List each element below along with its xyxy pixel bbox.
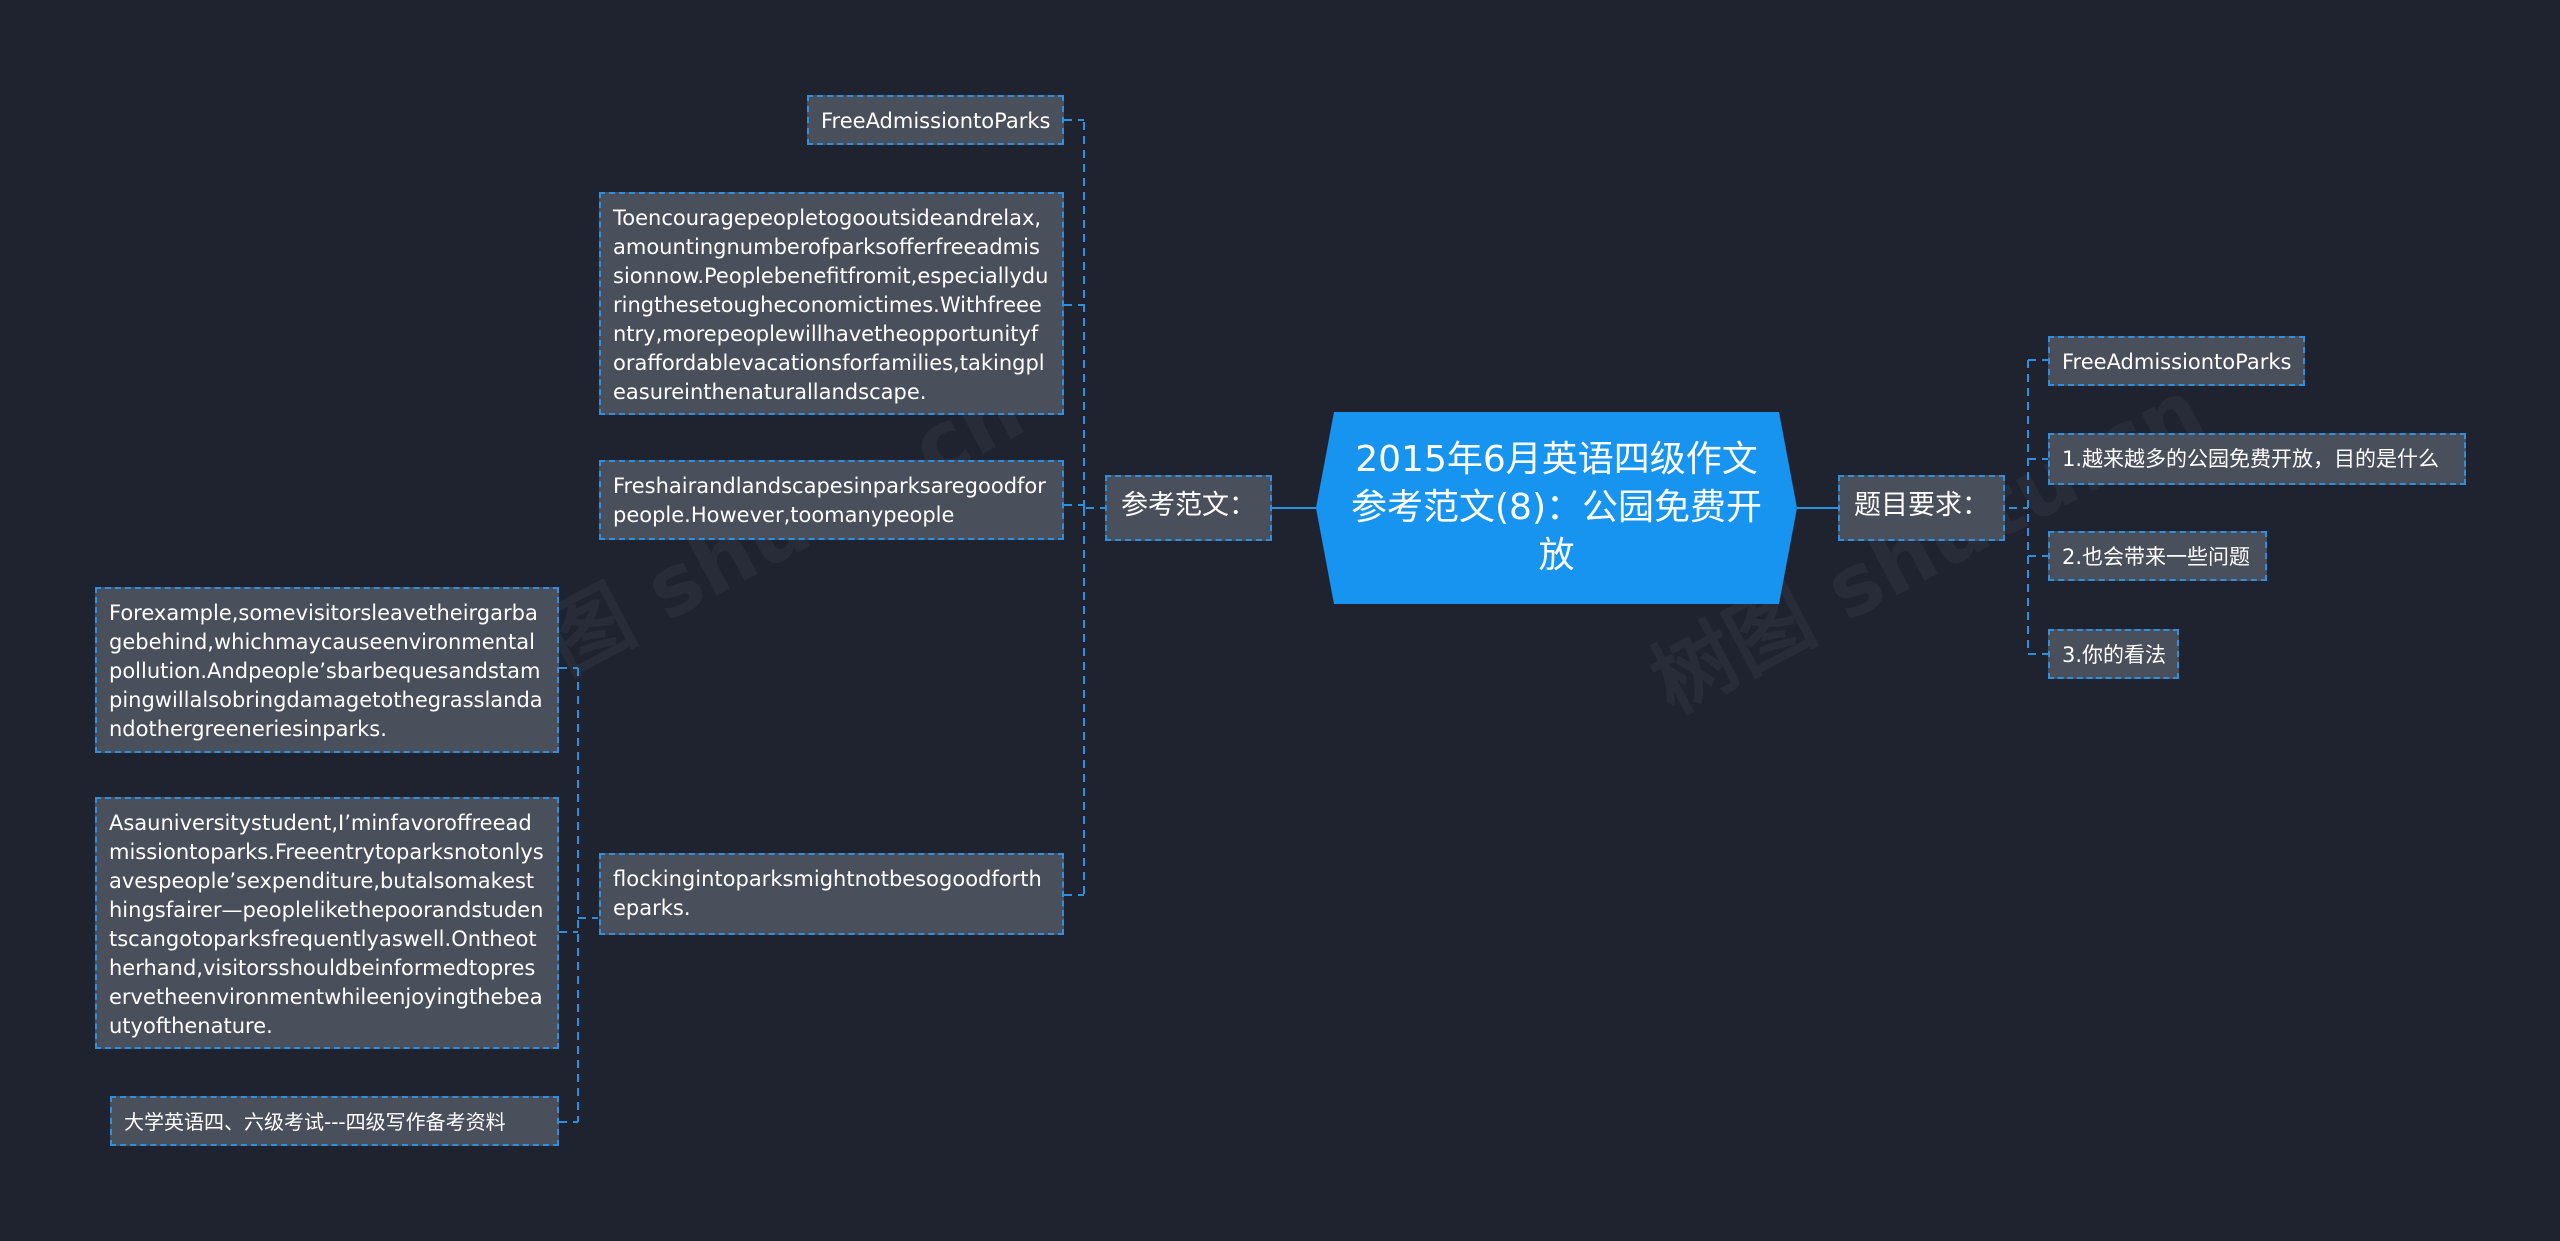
essay-title-node[interactable]: FreeAdmissiontoParks	[807, 95, 1064, 145]
essay-paragraph-1-node[interactable]: Toencouragepeopletogooutsideandrelax,amo…	[599, 192, 1064, 415]
essay-paragraph-2-node[interactable]: Freshairandlandscapesinparksaregoodforpe…	[599, 460, 1064, 540]
requirement-2-node[interactable]: 2.也会带来一些问题	[2048, 531, 2267, 581]
essay-sub-paragraph-1-node[interactable]: Forexample,somevisitorsleavetheirgarbage…	[95, 587, 559, 753]
root-topic[interactable]: 2015年6月英语四级作文参考范文(8)：公园免费开放	[1316, 412, 1797, 604]
branch-label-requirements[interactable]: 题目要求：	[1838, 475, 2005, 541]
essay-paragraph-3-node[interactable]: flockingintoparksmightnotbesogoodforthep…	[599, 853, 1064, 935]
requirement-3-node[interactable]: 3.你的看法	[2048, 629, 2179, 679]
essay-source-node[interactable]: 大学英语四、六级考试---四级写作备考资料	[110, 1096, 559, 1146]
branch-label-reference-essay[interactable]: 参考范文：	[1105, 475, 1272, 541]
requirement-1-node[interactable]: 1.越来越多的公园免费开放，目的是什么	[2048, 433, 2466, 485]
requirement-title-node[interactable]: FreeAdmissiontoParks	[2048, 336, 2305, 386]
essay-sub-paragraph-2-node[interactable]: Asauniversitystudent,I’minfavoroffreeadm…	[95, 797, 559, 1049]
